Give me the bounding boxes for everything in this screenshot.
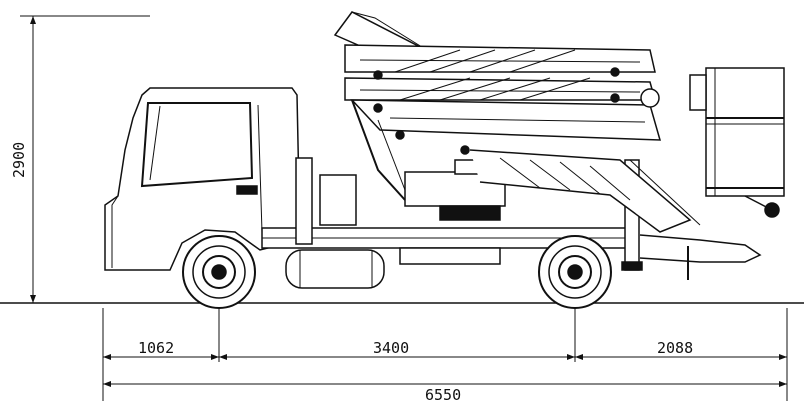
truck-cab xyxy=(104,87,301,271)
boom-arms xyxy=(333,11,701,233)
overall-length-label: 6550 xyxy=(425,386,461,401)
rear-wheel xyxy=(538,235,612,309)
wheelbase-label: 3400 xyxy=(373,339,409,357)
chassis-frame xyxy=(261,157,635,289)
work-platform-basket xyxy=(689,67,785,211)
front-overhang-label: 1062 xyxy=(138,339,174,357)
overall-length-dimension-line xyxy=(103,381,787,387)
rear-overhang-label: 2088 xyxy=(657,339,693,357)
height-dimension: 2900 xyxy=(10,15,150,303)
height-label: 2900 xyxy=(10,142,28,178)
front-wheel xyxy=(182,235,256,309)
segment-dimension-line xyxy=(103,354,787,360)
dimension-extension-lines xyxy=(102,303,788,401)
truck xyxy=(104,11,785,309)
